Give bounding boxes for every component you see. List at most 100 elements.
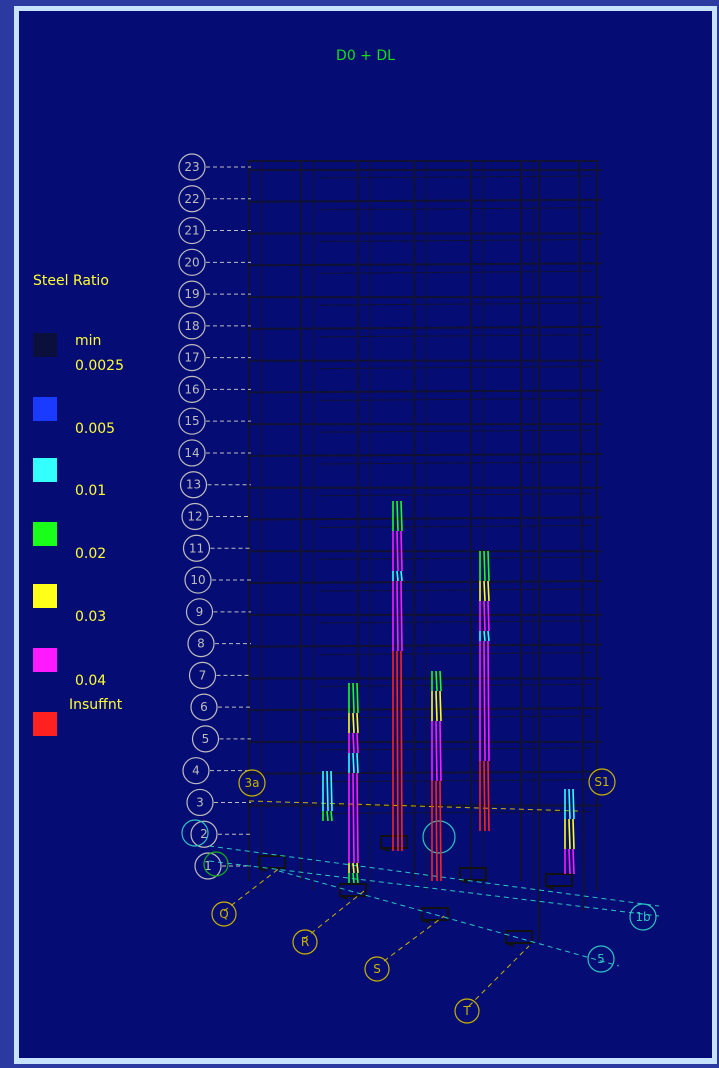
- column-ratio-bar: [572, 818, 575, 850]
- floor-beam: [246, 452, 603, 457]
- footing: [459, 867, 487, 881]
- model-viewport[interactable]: D0 + DL Steel Ratio min 0.0025 0.005 0.0…: [19, 11, 712, 1058]
- column-ratio-bar: [487, 550, 490, 582]
- floor-beam: [318, 270, 593, 274]
- column-ratio-bar: [487, 640, 490, 762]
- legend-label: Insuffnt: [69, 697, 123, 713]
- grid-line-yellow: [468, 945, 530, 1007]
- level-bubble: [190, 693, 218, 721]
- level-label: 5: [202, 732, 210, 746]
- level-bubble: [178, 280, 206, 308]
- floor-beam: [318, 207, 593, 211]
- level-label: 10: [190, 573, 205, 587]
- footing: [505, 930, 533, 944]
- grid-line-cyan: [208, 860, 660, 917]
- floor-beam: [318, 715, 593, 719]
- level-label: 19: [184, 287, 199, 301]
- grid-line-cyan: [278, 870, 620, 967]
- footing-line: [339, 895, 349, 900]
- column-ratio-bar: [352, 732, 355, 754]
- column-ratio-bar: [356, 712, 359, 734]
- structure-model: 2322212019181716151413121110987654321QRS…: [178, 153, 660, 1024]
- grid-line-yellow: [303, 890, 365, 940]
- level-bubble: [187, 629, 215, 658]
- level-bubble: [191, 725, 220, 753]
- column-ratio-bar: [400, 570, 403, 582]
- column-ratio-bar: [483, 600, 486, 632]
- column-ratio-bar: [352, 862, 355, 874]
- grid-bubble: [454, 998, 480, 1024]
- column-ratio-bar: [396, 530, 399, 572]
- floor-beam: [318, 397, 593, 401]
- floor-beam: [318, 779, 593, 783]
- level-label: 6: [200, 700, 208, 714]
- grid-line-yellow: [223, 866, 282, 912]
- level-bubble: [179, 471, 208, 499]
- footing: [258, 855, 286, 869]
- level-label: 23: [184, 160, 199, 174]
- level-bubble: [178, 312, 206, 340]
- level-bubble: [194, 852, 222, 880]
- level-bubble: [178, 248, 206, 276]
- floor-beam: [318, 334, 593, 338]
- grid-bubble: [211, 901, 237, 927]
- legend-swatch-insuffnt: [33, 712, 57, 736]
- footing: [339, 883, 367, 897]
- floor-beam: [246, 198, 603, 203]
- legend-label: 0.02: [75, 546, 107, 562]
- level-label: 14: [184, 446, 199, 460]
- column-ratio-bar: [396, 650, 399, 852]
- column-ratio-bar: [330, 770, 333, 812]
- floor-beam: [318, 683, 593, 687]
- legend-label: 0.01: [75, 483, 107, 499]
- floor-beam: [318, 461, 593, 465]
- floor-beam: [318, 175, 593, 179]
- footing: [380, 835, 408, 849]
- grid-bubble-label: 3a: [245, 776, 260, 790]
- level-label: 2: [200, 827, 208, 841]
- grid-bubble-label: S1: [594, 775, 609, 789]
- legend-swatch-0.005: [33, 458, 57, 482]
- grid-bubble-label: T: [462, 1004, 471, 1018]
- column-ratio-bar: [352, 682, 355, 714]
- grid-bubble-label: S: [373, 962, 381, 976]
- column-ratio-bar: [352, 872, 355, 884]
- level-label: 13: [186, 478, 201, 492]
- column-ratio-bar: [352, 752, 355, 774]
- column-ratio-bar: [356, 732, 359, 754]
- level-bubble: [178, 439, 206, 467]
- column-ratio-bar: [439, 720, 442, 782]
- column-ratio-bar: [435, 670, 438, 692]
- legend-swatch-0.0025: [33, 397, 57, 421]
- level-bubble: [182, 757, 210, 785]
- column-ratio-bar: [439, 670, 442, 692]
- level-bubble: [178, 375, 206, 404]
- column-ratio-bar: [487, 580, 490, 602]
- column-ratio-bar: [400, 530, 403, 572]
- footing: [545, 873, 573, 887]
- column-ratio-bar: [356, 862, 359, 874]
- floor-beam: [246, 516, 603, 521]
- grid-bubble: [629, 903, 657, 931]
- footing-line: [505, 942, 515, 947]
- level-label: 8: [197, 637, 205, 651]
- grid-bubble: [238, 769, 266, 797]
- legend-swatch-0.01: [33, 522, 57, 546]
- level-bubble: [184, 566, 212, 594]
- column-ratio-bar: [483, 630, 486, 642]
- level-label: 12: [187, 510, 202, 524]
- column-ratio-bar: [396, 500, 399, 532]
- floor-beam: [318, 493, 593, 497]
- floor-beam: [318, 652, 593, 656]
- footing-line: [421, 919, 431, 924]
- level-label: 1: [204, 859, 212, 873]
- floor-beam: [246, 262, 603, 267]
- column-ratio-bar: [400, 500, 403, 532]
- level-label: 17: [184, 351, 199, 365]
- footing-line: [545, 885, 555, 890]
- floor-beam: [246, 707, 603, 712]
- grid-bubble: [292, 929, 318, 955]
- column-ratio-bar: [352, 772, 355, 864]
- floor-beam: [246, 643, 603, 648]
- floor-beam: [246, 389, 603, 394]
